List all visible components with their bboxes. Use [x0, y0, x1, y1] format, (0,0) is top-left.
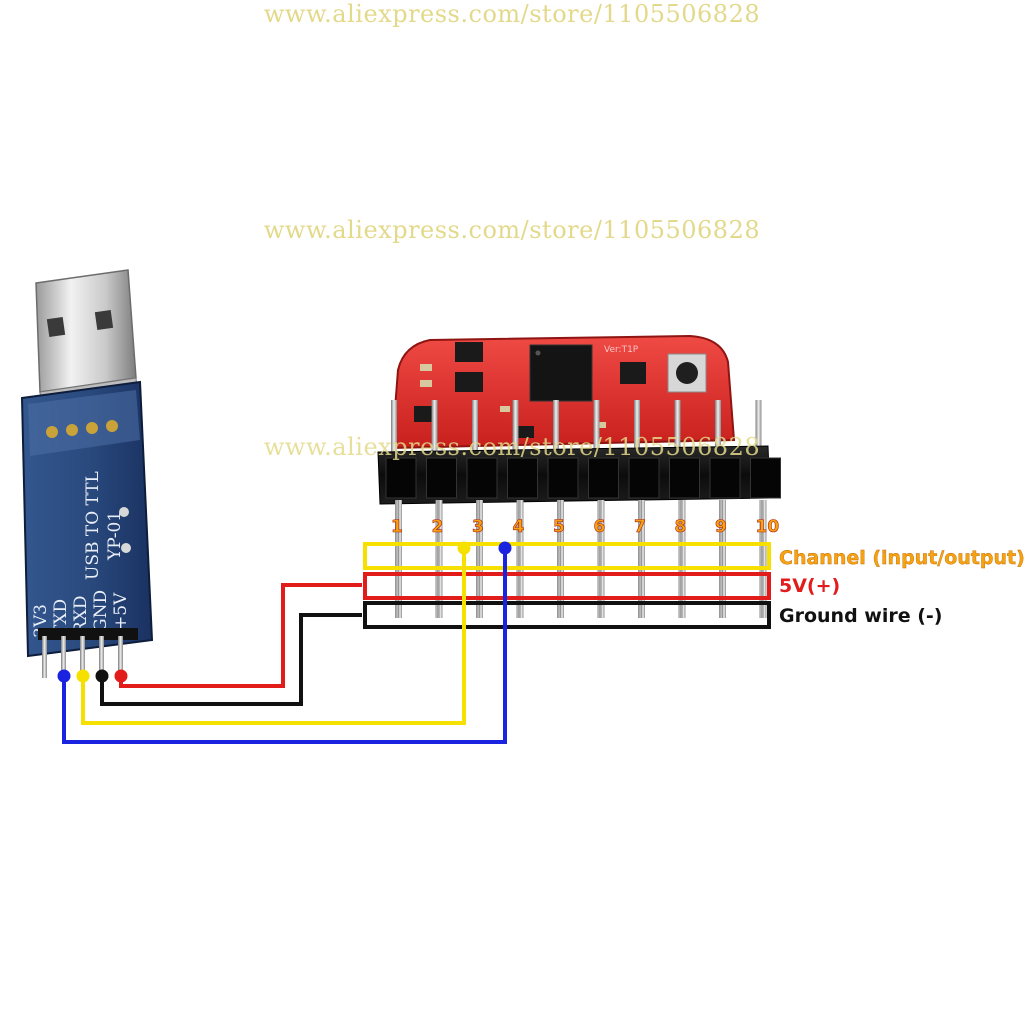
channel-numbers: 1 2 3 4 5 6 7 8 9 10 [391, 517, 780, 538]
header-pin [479, 500, 483, 618]
channel-row-box [363, 542, 771, 570]
ground-row-label: Ground wire (-) [779, 605, 942, 627]
header-housing [385, 457, 781, 499]
channel-number: 7 [634, 517, 646, 537]
header-pin [519, 500, 524, 618]
header-pin [641, 500, 645, 618]
header-pin [722, 500, 726, 618]
wire-red-5v [119, 583, 362, 688]
header-pin [681, 500, 686, 618]
adapter-pin-txd: TXD [51, 599, 71, 636]
housing-slot [507, 457, 538, 499]
adapter-pin-rxd: RXD [71, 595, 91, 634]
channel-row-label: Channel (input/output) [779, 547, 1024, 569]
housing-slot [669, 457, 700, 499]
board-mcu [529, 344, 593, 402]
upper-pin [755, 400, 762, 452]
dot-black-adapter [95, 669, 109, 683]
upper-pin [553, 400, 559, 452]
ground-row-box [363, 601, 771, 629]
dot-yellow-adapter [76, 669, 90, 683]
housing-slot [750, 457, 781, 499]
servo-board: Ver:T1P [390, 334, 736, 450]
dot-yellow-channel3 [457, 541, 471, 555]
adapter-title: USB TO TTL [83, 471, 103, 580]
pin-header-icon [391, 400, 762, 452]
dot-blue-channel4 [498, 541, 512, 555]
channel-number: 8 [675, 517, 687, 537]
usb-ttl-adapter: USB TO TTL YP-01 3V3 TXD RXD GND +5V [20, 269, 154, 678]
housing-slot [628, 457, 660, 499]
channel-number: 5 [553, 517, 565, 537]
wires [62, 546, 507, 744]
upper-pin [431, 400, 438, 452]
housing-slot [588, 457, 619, 499]
upper-pin [674, 400, 681, 452]
dot-blue-adapter [57, 669, 71, 683]
dot-red-adapter [114, 669, 128, 683]
upper-pin [512, 400, 519, 452]
adapter-pin-gnd: GND [91, 590, 111, 632]
housing-slot [709, 457, 741, 499]
adapter-header-pins [38, 628, 138, 678]
watermark-top: www.aliexpress.com/store/1105506828 [263, 0, 761, 28]
housing-slot [466, 457, 498, 499]
upper-pin [715, 400, 721, 452]
channel-number: 3 [472, 517, 484, 537]
wire-blue-txd [62, 546, 507, 744]
adapter-pin-5v: +5V [111, 592, 131, 630]
header-pin [398, 500, 402, 618]
watermark-overlay: www.aliexpress.com/store/1105506828 [263, 433, 761, 461]
upper-pin [391, 400, 397, 452]
channel-number: 4 [513, 517, 525, 537]
reset-button-icon [667, 353, 707, 393]
housing-slot [385, 457, 417, 499]
header-pin [762, 500, 767, 618]
adapter-model: YP-01 [105, 511, 125, 561]
power-row-label: 5V(+) [779, 575, 840, 597]
power-row-box [363, 572, 771, 600]
header-pin [438, 500, 443, 618]
channel-number: 9 [715, 517, 727, 537]
upper-pin [593, 400, 600, 452]
wire-yellow-rxd [81, 546, 466, 725]
wire-black-gnd [100, 613, 362, 706]
housing-slot [547, 457, 579, 499]
channel-number: 1 [391, 517, 403, 537]
channel-number: 6 [594, 517, 606, 537]
upper-pin [472, 400, 478, 452]
header-pins [395, 500, 767, 618]
header-pin [560, 500, 564, 618]
upper-pin [634, 400, 640, 452]
housing-slot [426, 457, 457, 499]
board-version-mark: Ver:T1P [604, 345, 639, 355]
watermark-middle: www.aliexpress.com/store/1105506828 [263, 216, 761, 244]
channel-number: 2 [432, 517, 444, 537]
header-pin [600, 500, 605, 618]
channel-number: 10 [756, 517, 780, 537]
